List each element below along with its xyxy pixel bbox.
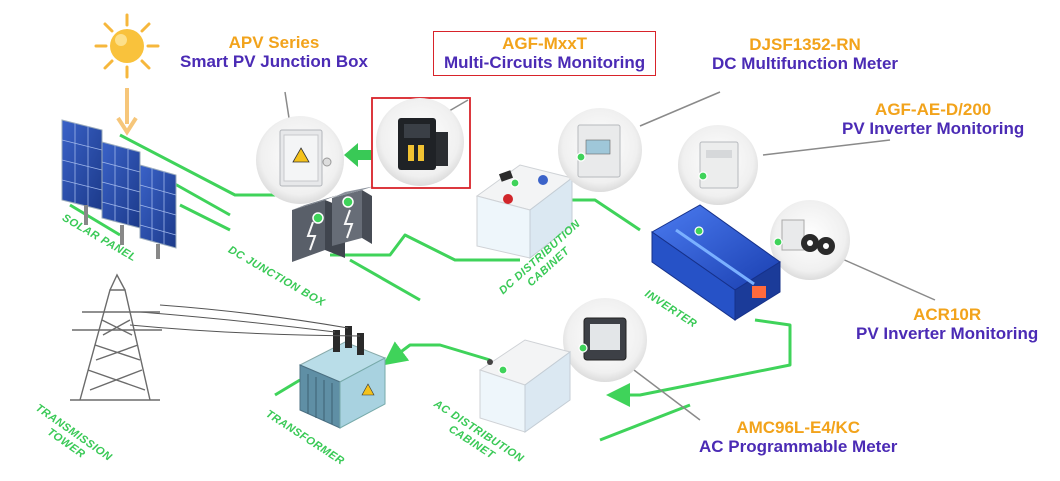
agf-ae-desc-label: PV Inverter Monitoring <box>842 119 1025 139</box>
power-lines <box>129 304 361 337</box>
callout-amc96l: AMC96L-E4/KC AC Programmable Meter <box>699 418 897 456</box>
green-arrow-icon <box>344 143 372 167</box>
callout-acr10r: ACR10R PV Inverter Monitoring <box>856 305 1038 343</box>
acr10r-model-label: ACR10R <box>913 305 982 324</box>
agf-mxxt-model-label: AGF-MxxT <box>502 34 588 53</box>
solar-panel-icon <box>61 119 177 259</box>
apv-desc-label: Smart PV Junction Box <box>180 52 368 72</box>
inverter-icon <box>651 204 781 321</box>
callout-agf-mxxt: AGF-MxxT Multi-Circuits Monitoring <box>433 31 657 77</box>
transmission-tower-icon <box>70 273 162 401</box>
agf-mxxt-desc-label: Multi-Circuits Monitoring <box>444 53 646 73</box>
agf-ae-model-label: AGF-AE-D/200 <box>875 100 992 119</box>
apv-model-label: APV Series <box>228 33 320 52</box>
sun-icon <box>94 13 160 79</box>
amc96l-meter-bubble <box>563 298 701 421</box>
agf-mxxt-device <box>371 97 471 189</box>
djsf-model-label: DJSF1352-RN <box>749 35 861 54</box>
sunlight-arrow-icon <box>116 88 138 136</box>
djsf-desc-label: DC Multifunction Meter <box>712 54 899 74</box>
dc-distribution-cabinet-icon <box>475 164 574 260</box>
djsf-meter-bubble <box>558 91 721 192</box>
callout-djsf1352: DJSF1352-RN DC Multifunction Meter <box>712 35 898 73</box>
flow-line-dc <box>330 233 520 262</box>
flow-line-transformer <box>382 341 491 366</box>
acr10r-desc-label: PV Inverter Monitoring <box>856 324 1039 344</box>
agf-ae-bubble <box>678 125 891 205</box>
callout-agf-ae: AGF-AE-D/200 PV Inverter Monitoring <box>842 100 1024 138</box>
ac-distribution-cabinet-icon <box>478 339 572 433</box>
apv-junction-box-bubble <box>256 91 344 204</box>
callout-apv-series: APV Series Smart PV Junction Box <box>180 33 368 71</box>
flow-line-ac <box>606 318 792 407</box>
amc96l-model-label: AMC96L-E4/KC <box>736 418 861 437</box>
transformer-icon <box>298 326 387 429</box>
amc96l-desc-label: AC Programmable Meter <box>699 437 898 457</box>
dc-junction-box-icon <box>292 186 375 262</box>
acr10r-bubble <box>770 200 936 301</box>
